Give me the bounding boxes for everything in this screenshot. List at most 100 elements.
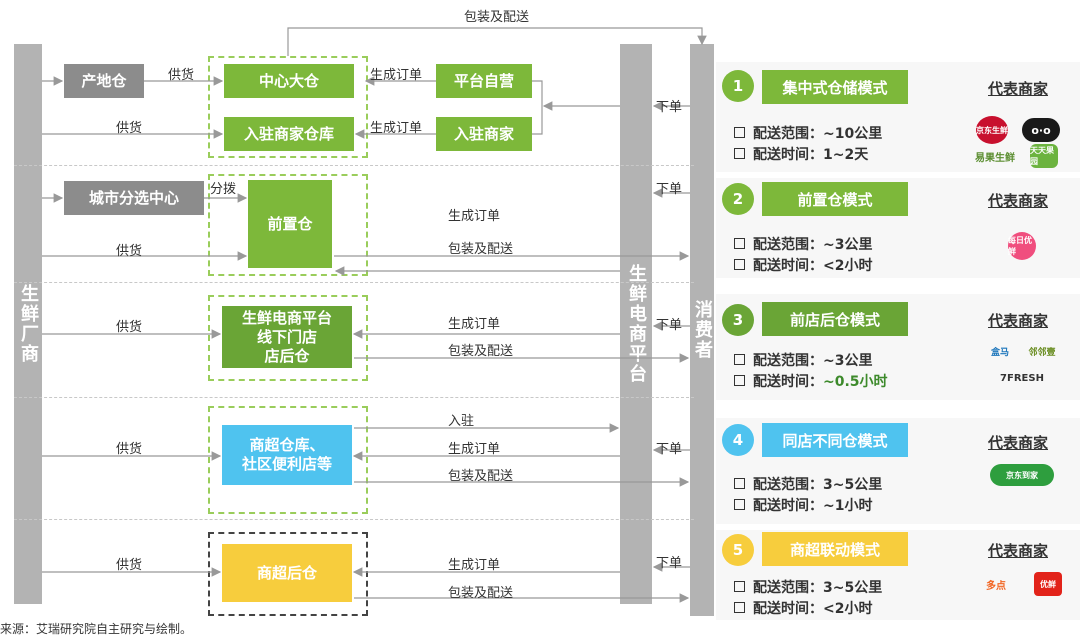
group-store bbox=[208, 295, 368, 381]
delivery-time: 配送时间：<2小时 bbox=[734, 255, 872, 275]
label-pack-deliver-top: 包装及配送 bbox=[464, 10, 530, 25]
mode-title: 同店不同仓模式 bbox=[762, 423, 908, 457]
delivery-range-text: 配送范围：~3公里 bbox=[753, 353, 873, 369]
checkbox-icon bbox=[734, 498, 745, 510]
mode-title: 前店后仓模式 bbox=[762, 302, 908, 336]
mode-number-badge: 4 bbox=[722, 424, 754, 456]
delivery-time-text: 配送时间：<2小时 bbox=[753, 258, 873, 274]
label-supply: 供货 bbox=[116, 244, 143, 259]
delivery-range: 配送范围：3~5公里 bbox=[734, 474, 882, 494]
label-gen-order: 生成订单 bbox=[448, 442, 501, 457]
group-super bbox=[208, 406, 368, 514]
hema-logo: 盒马 bbox=[990, 347, 1009, 358]
label-place-order: 下单 bbox=[656, 182, 683, 197]
checkbox-icon bbox=[734, 601, 745, 613]
supermarket-back-warehouse-box: 商超后仓 bbox=[222, 544, 352, 602]
merchant-warehouse-box: 入驻商家仓库 bbox=[224, 117, 354, 151]
jd-daojia-logo: 京东到家 bbox=[990, 464, 1054, 486]
checkbox-icon bbox=[734, 374, 745, 386]
delivery-time: 配送时间：~1小时 bbox=[734, 495, 872, 515]
merchant-box: 入驻商家 bbox=[436, 117, 532, 151]
label-supply: 供货 bbox=[168, 68, 195, 83]
mode-title: 商超联动模式 bbox=[762, 532, 908, 566]
separator bbox=[14, 519, 694, 520]
mode-title: 前置仓模式 bbox=[762, 182, 908, 216]
source-note: 来源：艾瑞研究院自主研究与绘制。 bbox=[0, 622, 193, 636]
delivery-time-text: 配送时间：~1小时 bbox=[753, 498, 873, 514]
flow-arrows bbox=[42, 27, 707, 603]
delivery-range: 配送范围：~3公里 bbox=[734, 234, 872, 254]
group-super-back bbox=[208, 532, 368, 616]
mode-number-badge: 1 bbox=[722, 70, 754, 102]
delivery-time-highlight: ~0.5小时 bbox=[823, 374, 888, 390]
separator bbox=[14, 397, 694, 398]
bubu-logo: 邻邻壹 bbox=[1028, 347, 1056, 358]
delivery-time-text: 配送时间：<2小时 bbox=[753, 601, 873, 617]
dmall-logo: 多点 bbox=[986, 580, 1006, 592]
checkbox-icon bbox=[734, 477, 745, 489]
label-supply: 供货 bbox=[116, 558, 143, 573]
fresh-ecommerce-platform-bar: 生鲜电商平台 bbox=[620, 44, 652, 604]
city-sorting-center-box: 城市分选中心 bbox=[64, 181, 204, 215]
checkbox-icon bbox=[734, 258, 745, 270]
separator bbox=[14, 165, 694, 166]
delivery-range: 配送范围：3~5公里 bbox=[734, 577, 882, 597]
store-warehouse-box: 生鲜电商平台 线下门店 店后仓 bbox=[222, 306, 352, 368]
label-supply: 供货 bbox=[116, 121, 143, 136]
checkbox-icon bbox=[734, 126, 745, 138]
origin-warehouse-box: 产地仓 bbox=[64, 64, 144, 98]
consumer-bar: 消费者 bbox=[690, 44, 714, 616]
group-central bbox=[208, 56, 368, 158]
label-pack-deliver: 包装及配送 bbox=[448, 469, 514, 484]
representative-label: 代表商家 bbox=[988, 542, 1049, 560]
label-pack-deliver: 包装及配送 bbox=[448, 242, 514, 257]
delivery-range-text: 配送范围：~10公里 bbox=[753, 126, 883, 142]
mode-number-badge: 2 bbox=[722, 183, 754, 215]
label-pack-deliver: 包装及配送 bbox=[448, 586, 514, 601]
label-enter: 入驻 bbox=[448, 414, 475, 429]
delivery-time-text: 配送时间： bbox=[753, 374, 823, 390]
front-warehouse-box: 前置仓 bbox=[248, 180, 332, 268]
yiguo-logo: 易果生鲜 bbox=[975, 152, 1015, 164]
central-warehouse-box: 中心大仓 bbox=[224, 64, 354, 98]
representative-label: 代表商家 bbox=[988, 80, 1049, 98]
label-dispatch: 分拨 bbox=[210, 182, 237, 197]
rtmart-logo: 优鲜 bbox=[1034, 572, 1062, 596]
label-supply: 供货 bbox=[116, 320, 143, 335]
delivery-time: 配送时间：1~2天 bbox=[734, 144, 868, 164]
mode-number-badge: 3 bbox=[722, 304, 754, 336]
fresh-producer-bar: 生鲜厂商 bbox=[14, 44, 42, 604]
separator bbox=[14, 282, 694, 283]
checkbox-icon bbox=[734, 147, 745, 159]
delivery-range-text: 配送范围：3~5公里 bbox=[753, 580, 883, 596]
jd-fresh-logo: 京东生鲜 bbox=[976, 116, 1008, 144]
label-place-order: 下单 bbox=[656, 556, 683, 571]
checkbox-icon bbox=[734, 580, 745, 592]
delivery-range: 配送范围：~3公里 bbox=[734, 350, 872, 370]
representative-label: 代表商家 bbox=[988, 192, 1049, 210]
label-gen-order: 生成订单 bbox=[448, 209, 501, 224]
tiantian-logo: 天天果园 bbox=[1030, 144, 1058, 168]
label-place-order: 下单 bbox=[656, 100, 683, 115]
group-front bbox=[208, 174, 368, 276]
missfresh-logo: 每日优鲜 bbox=[1008, 232, 1036, 260]
label-gen-order: 生成订单 bbox=[448, 317, 501, 332]
platform-self-box: 平台自营 bbox=[436, 64, 532, 98]
representative-label: 代表商家 bbox=[988, 312, 1049, 330]
label-place-order: 下单 bbox=[656, 318, 683, 333]
supermarket-warehouse-box: 商超仓库、 社区便利店等 bbox=[222, 425, 352, 485]
delivery-time: 配送时间：~0.5小时 bbox=[734, 371, 888, 391]
delivery-range-text: 配送范围：~3公里 bbox=[753, 237, 873, 253]
delivery-range-text: 配送范围：3~5公里 bbox=[753, 477, 883, 493]
checkbox-icon bbox=[734, 237, 745, 249]
label-gen-order: 生成订单 bbox=[370, 68, 423, 83]
label-gen-order: 生成订单 bbox=[370, 121, 423, 136]
7fresh-logo: 7FRESH bbox=[1000, 372, 1044, 384]
label-gen-order: 生成订单 bbox=[448, 558, 501, 573]
mode-number-badge: 5 bbox=[722, 534, 754, 566]
label-place-order: 下单 bbox=[656, 442, 683, 457]
mode-title: 集中式仓储模式 bbox=[762, 70, 908, 104]
label-pack-deliver: 包装及配送 bbox=[448, 344, 514, 359]
representative-label: 代表商家 bbox=[988, 434, 1049, 452]
tmall-logo: o·o bbox=[1022, 118, 1060, 142]
